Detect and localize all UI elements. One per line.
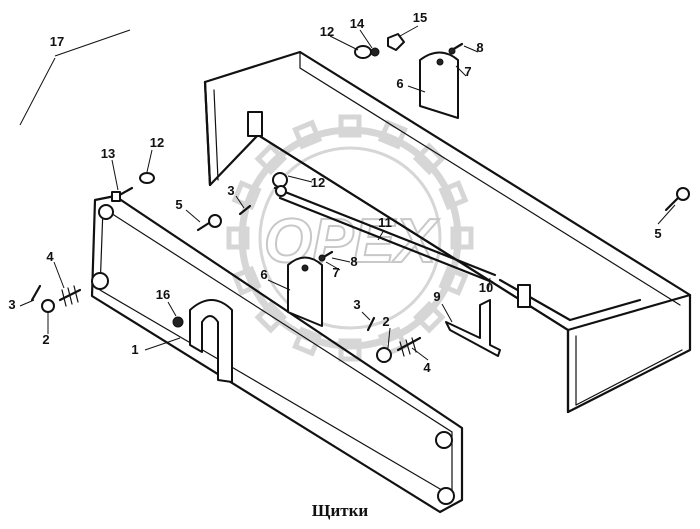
callout-12: 12 bbox=[311, 175, 325, 190]
gear-tooth bbox=[438, 180, 469, 211]
gear-tooth bbox=[226, 226, 250, 250]
callout-2: 2 bbox=[382, 314, 389, 329]
callout-6: 6 bbox=[260, 267, 267, 282]
gear-tooth bbox=[231, 265, 262, 296]
callout-9: 9 bbox=[433, 289, 440, 304]
gear-tooth bbox=[231, 180, 262, 211]
watermark-logo: OPEX bbox=[226, 114, 474, 362]
callout-12: 12 bbox=[150, 135, 164, 150]
gear-tooth bbox=[412, 300, 446, 334]
hook-right bbox=[664, 187, 690, 212]
bracket-9 bbox=[445, 299, 501, 357]
gear-tooth bbox=[438, 265, 469, 296]
gear-tooth bbox=[254, 142, 288, 176]
gear-tooth bbox=[254, 300, 288, 334]
callout-5: 5 bbox=[175, 197, 182, 212]
callout-14: 14 bbox=[350, 16, 365, 31]
callout-13: 13 bbox=[101, 146, 115, 161]
callout-10: 10 bbox=[479, 280, 493, 295]
gear-tooth bbox=[292, 119, 323, 150]
callout-3: 3 bbox=[353, 297, 360, 312]
callout-17: 17 bbox=[50, 34, 64, 49]
gear-tooth bbox=[377, 119, 408, 150]
callout-6: 6 bbox=[396, 76, 403, 91]
callout-4: 4 bbox=[423, 360, 431, 375]
hook-left bbox=[196, 214, 222, 232]
gear-tooth bbox=[450, 226, 474, 250]
plate-upper bbox=[419, 51, 459, 119]
callout-8: 8 bbox=[476, 40, 483, 55]
callout-3: 3 bbox=[227, 183, 234, 198]
callout-4: 4 bbox=[46, 249, 54, 264]
gear-tooth bbox=[338, 114, 362, 138]
callout-16: 16 bbox=[156, 287, 170, 302]
callout-15: 15 bbox=[413, 10, 427, 25]
callout-7: 7 bbox=[332, 265, 339, 280]
callout-3: 3 bbox=[8, 297, 15, 312]
upper-shield bbox=[203, 50, 692, 414]
hardware bbox=[30, 33, 464, 363]
leader-lines bbox=[19, 25, 676, 361]
rod bbox=[272, 172, 497, 284]
callout-5: 5 bbox=[654, 226, 661, 241]
gear-tooth bbox=[338, 338, 362, 362]
callout-7: 7 bbox=[464, 64, 471, 79]
plate-lower bbox=[287, 256, 323, 327]
callout-11: 11 bbox=[378, 215, 392, 230]
callout-8: 8 bbox=[350, 254, 357, 269]
diagram-caption: Щитки bbox=[312, 501, 369, 520]
callout-1: 1 bbox=[131, 342, 138, 357]
callout-12: 12 bbox=[320, 24, 334, 39]
callout-2: 2 bbox=[42, 332, 49, 347]
